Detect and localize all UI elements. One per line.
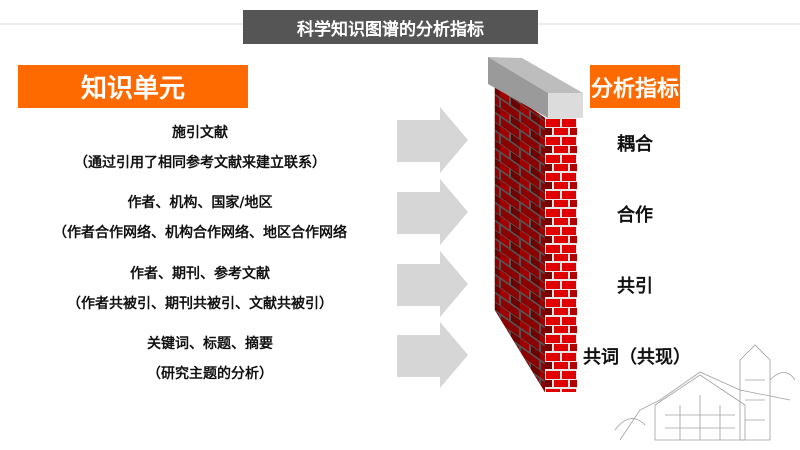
slide-title: 科学知识图谱的分析指标 [243,10,538,44]
unit-main: 作者、机构、国家/地区 [127,195,273,211]
metric-cocitation: 共引 [617,276,653,297]
unit-detail: （研究主题的分析） [147,366,273,382]
metric-collaboration: 合作 [617,205,653,226]
unit-main: 关键词、标题、摘要 [147,336,273,352]
arrow-2 [397,179,468,245]
unit-citing-docs: 施引文献 （通过引用了相同参考文献来建立联系） [0,118,400,178]
arrow-3 [397,251,468,317]
metrics-header: 分析指标 [590,65,680,108]
unit-main: 作者、期刊、参考文献 [130,266,270,282]
unit-authors-institutions: 作者、机构、国家/地区 （作者合作网络、机构合作网络、地区合作网络 [0,188,400,248]
metric-coword: 共词（共现） [583,347,691,368]
building-sketch-icon [614,344,796,441]
brick-wall [488,57,583,393]
unit-keywords: 关键词、标题、摘要 （研究主题的分析） [10,329,410,389]
arrow-4 [397,322,468,388]
unit-detail: （作者合作网络、机构合作网络、地区合作网络 [53,225,347,241]
arrow-1 [397,107,468,173]
metric-coupling: 耦合 [617,134,653,155]
unit-main: 施引文献 [172,125,228,141]
knowledge-unit-header: 知识单元 [18,65,248,108]
unit-detail: （通过引用了相同参考文献来建立联系） [74,155,326,171]
unit-detail: （作者共被引、期刊共被引、文献共被引） [67,296,333,312]
unit-authors-journals: 作者、期刊、参考文献 （作者共被引、期刊共被引、文献共被引） [0,259,400,319]
